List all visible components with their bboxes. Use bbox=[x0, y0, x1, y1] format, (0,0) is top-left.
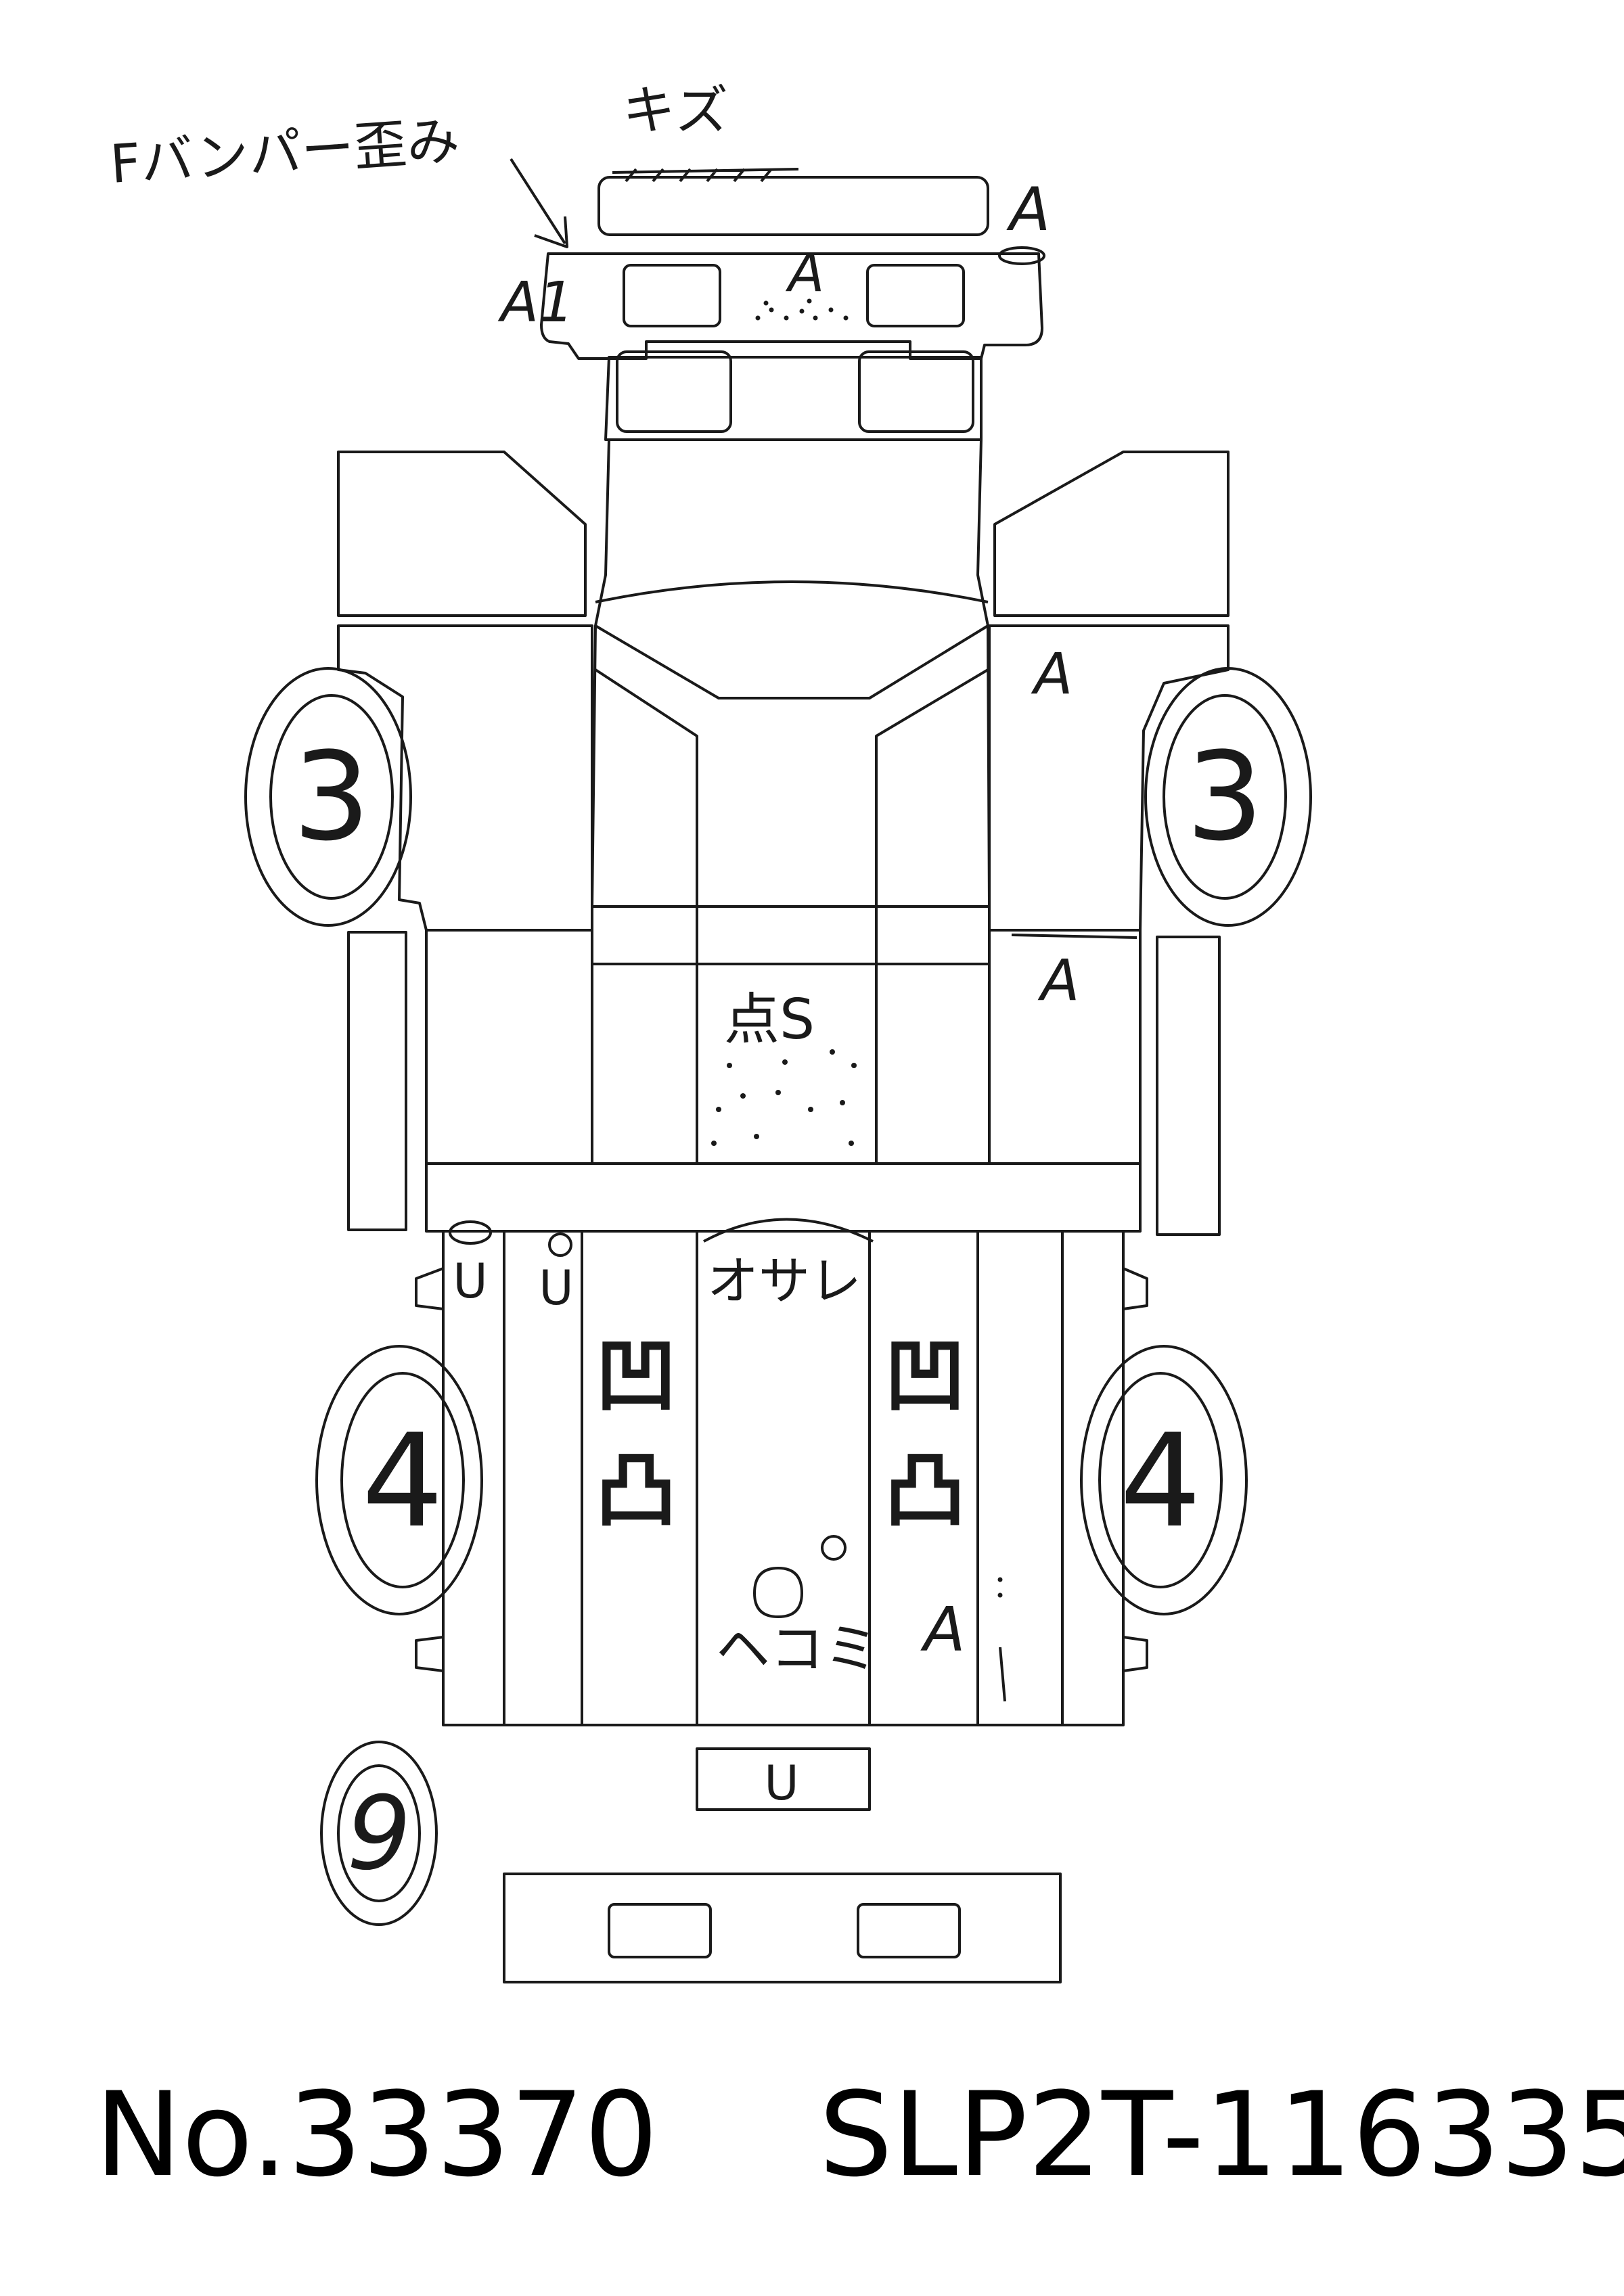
bed-left-circle-1 bbox=[449, 1220, 492, 1245]
mark-u-bed-left-1: U bbox=[453, 1254, 487, 1309]
headlight-left bbox=[623, 264, 721, 327]
tire-front-left-outer bbox=[244, 667, 412, 927]
right-fender-grade: A bbox=[1031, 641, 1073, 707]
hood-outline bbox=[604, 356, 983, 441]
tire-rear-right-outer bbox=[1080, 1345, 1248, 1615]
a-pillar-right bbox=[875, 668, 989, 1164]
mark-dent-right: 凹 bbox=[884, 1329, 966, 1423]
front-right-fender bbox=[993, 451, 1230, 617]
footer-chassis: SLP2T-116335 bbox=[819, 2067, 1624, 2203]
front-bumper-outline bbox=[597, 176, 989, 236]
headlight-right bbox=[866, 264, 965, 327]
tire-spare-outer bbox=[320, 1741, 438, 1926]
bed-dent-note: ヘコミ bbox=[716, 1617, 878, 1680]
front-left-fender bbox=[337, 451, 587, 617]
roof-note: 点S bbox=[724, 988, 815, 1052]
windshield-frame bbox=[594, 624, 989, 699]
mark-u-bed-left-2: U bbox=[539, 1260, 573, 1316]
hood-vent-left bbox=[616, 350, 732, 433]
front-bumper-grade: A1 bbox=[497, 271, 574, 335]
right-corner-grade: A bbox=[1006, 175, 1050, 244]
scratch-note: キズ bbox=[623, 81, 728, 141]
rear-right-fender-tab-bottom bbox=[1123, 1636, 1148, 1672]
front-right-door bbox=[988, 624, 1230, 1165]
roof-edge-curve bbox=[703, 1218, 874, 1243]
cab-outline bbox=[591, 439, 991, 1165]
arrow-head bbox=[534, 216, 568, 248]
scratch-hatching bbox=[612, 168, 799, 183]
rear-left-fender-tab-bottom bbox=[415, 1636, 444, 1672]
tire-rear-right-label: 4 bbox=[1120, 1406, 1202, 1556]
cab-rear-bar bbox=[425, 1162, 1142, 1233]
right-door-grade: A bbox=[1037, 947, 1079, 1013]
tire-rear-right-inner bbox=[1098, 1372, 1223, 1588]
tire-rear-left-label: 4 bbox=[362, 1406, 444, 1556]
bed-dent-circle bbox=[821, 1535, 847, 1561]
tire-front-left-inner bbox=[269, 694, 394, 900]
rear-right-fender-tab-top bbox=[1123, 1267, 1148, 1310]
tire-spare-label: 9 bbox=[346, 1775, 411, 1893]
rear-left-fender-tab-top bbox=[415, 1267, 444, 1310]
tire-front-left-label: 3 bbox=[293, 727, 371, 868]
front-grille-outline bbox=[540, 252, 1043, 360]
tire-rear-left-outer bbox=[315, 1345, 483, 1615]
stipple-dots bbox=[711, 298, 1003, 1598]
rear-light-right bbox=[857, 1903, 961, 1958]
mark-bump-left: 凸 bbox=[595, 1444, 677, 1538]
rear-bumper-outline bbox=[503, 1873, 1062, 1983]
arrow-shaft bbox=[510, 158, 566, 245]
right-door-mark-line bbox=[1011, 934, 1137, 939]
tire-front-right-inner bbox=[1163, 694, 1287, 900]
grille-grade: A bbox=[785, 243, 824, 304]
bed-dent-ring bbox=[753, 1567, 803, 1618]
tire-front-right-label: 3 bbox=[1186, 727, 1264, 868]
tire-rear-left-inner bbox=[340, 1372, 465, 1588]
rear-light-left bbox=[608, 1903, 712, 1958]
hood-vent-right bbox=[858, 350, 974, 433]
mark-dent-left: 凹 bbox=[595, 1329, 677, 1423]
roof-edge-note: オサレ bbox=[707, 1251, 861, 1311]
footer-number: No.33370 bbox=[95, 2067, 658, 2203]
tire-spare-inner bbox=[337, 1764, 421, 1902]
mark-u-tailgate: U bbox=[764, 1755, 798, 1811]
bed-right-grade: A bbox=[920, 1594, 966, 1666]
side-step-right bbox=[1156, 936, 1221, 1236]
windshield-curve bbox=[595, 580, 989, 603]
front-bumper-note: Fバンパー歪み bbox=[108, 110, 461, 196]
front-left-door bbox=[337, 624, 593, 1165]
tailgate-panel bbox=[696, 1747, 871, 1811]
mark-bump-right: 凸 bbox=[884, 1444, 966, 1538]
tire-front-right-outer bbox=[1144, 667, 1312, 927]
a-pillar-left bbox=[594, 668, 698, 1164]
bed-right-scratch-line bbox=[999, 1647, 1006, 1702]
foglight-right bbox=[998, 246, 1045, 265]
bed-left-circle-2 bbox=[548, 1233, 572, 1257]
side-step-left bbox=[347, 931, 407, 1231]
